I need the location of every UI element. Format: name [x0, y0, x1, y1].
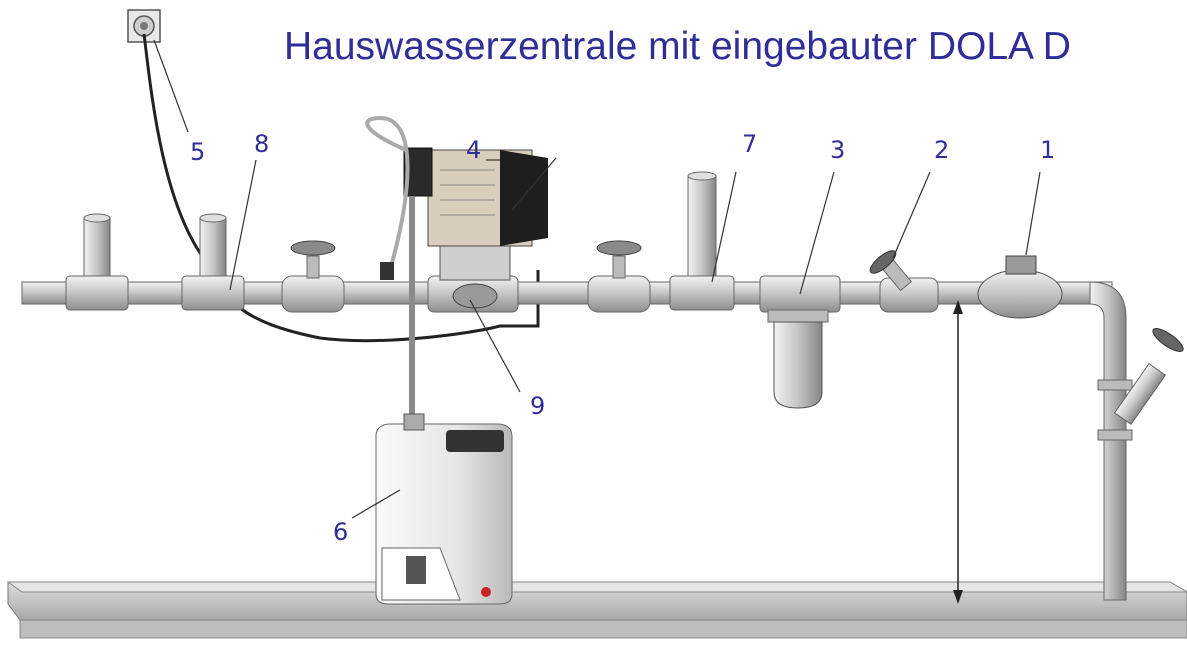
dosing-fitting	[427, 275, 519, 313]
callout-3: 3	[830, 136, 845, 164]
callout-1: 1	[1040, 136, 1055, 164]
tee-left	[65, 213, 129, 311]
chemical-tank	[375, 413, 513, 605]
pipe-elbow	[1089, 281, 1127, 601]
drain-valve	[1097, 328, 1184, 441]
water-meter	[977, 255, 1063, 319]
filter	[759, 275, 841, 409]
shutoff-valve-right	[587, 240, 651, 313]
height-dimension-arrow	[953, 300, 963, 604]
shutoff-valve-left	[281, 240, 345, 313]
tee-8	[181, 213, 245, 311]
dosing-pump	[403, 147, 548, 281]
leader-lines	[153, 39, 1041, 519]
callout-7: 7	[742, 130, 757, 158]
diagram-title: Hauswasserzentrale mit eingebauter DOLA …	[284, 25, 1071, 68]
callout-8: 8	[254, 130, 269, 158]
callout-6: 6	[333, 518, 348, 546]
shelf	[6, 581, 1187, 639]
tee-7	[669, 171, 735, 311]
return-tube	[365, 115, 410, 271]
pressure-reducer	[869, 250, 939, 313]
callout-4: 4	[466, 136, 481, 164]
callout-5: 5	[190, 138, 205, 166]
callout-2: 2	[934, 136, 949, 164]
callout-9: 9	[530, 392, 545, 420]
